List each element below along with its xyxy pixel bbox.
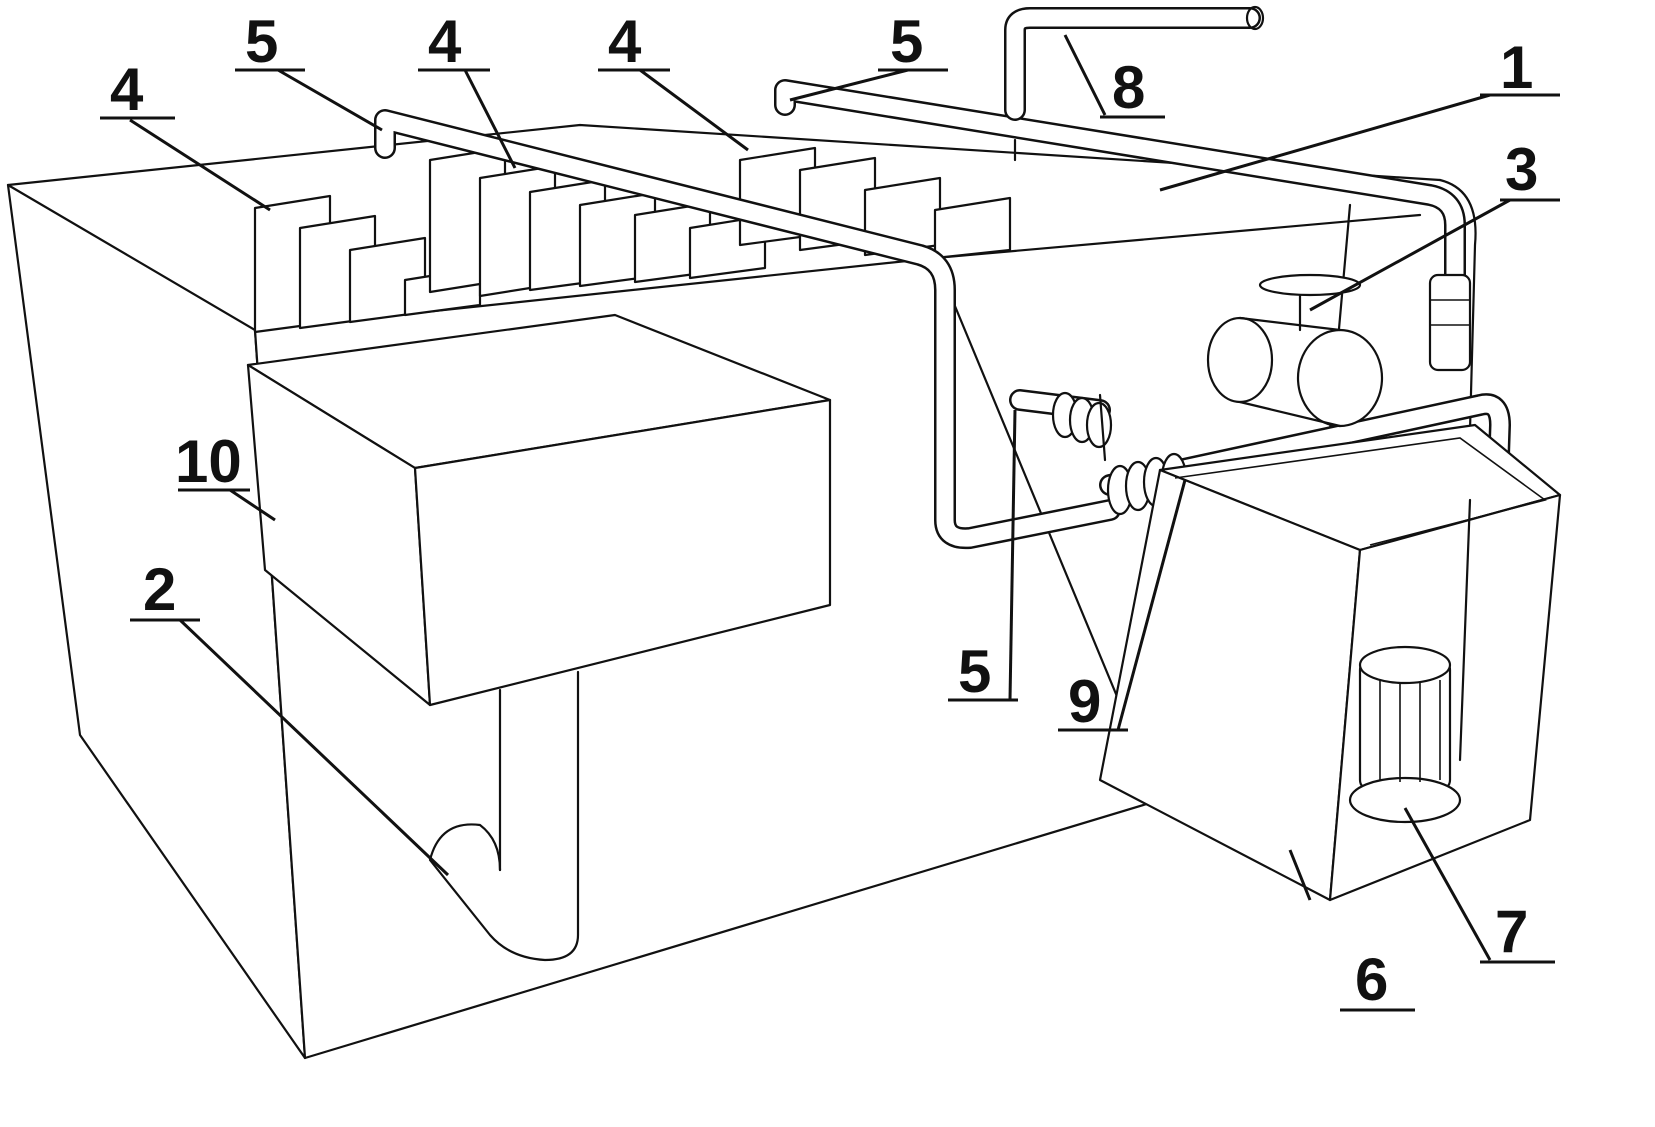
- label-2: 2: [143, 556, 176, 623]
- tank-right-corner: [1438, 178, 1477, 432]
- valve-pump: [1206, 273, 1472, 428]
- label-8: 8: [1112, 54, 1145, 121]
- motor: [1348, 498, 1472, 824]
- label-4-center: 4: [428, 8, 462, 75]
- label-4-left: 4: [110, 56, 144, 123]
- label-underlines: [100, 68, 1560, 1012]
- tank6-left: [1098, 468, 1362, 902]
- labels: 1 3 2 4 4 4 5 5 5 9 8 10 6 7: [110, 8, 1538, 1013]
- label-1: 1: [1500, 34, 1533, 101]
- label-5-bottom: 5: [958, 638, 991, 705]
- label-6: 6: [1355, 946, 1388, 1013]
- label-4-right: 4: [608, 8, 642, 75]
- control-box: [246, 313, 832, 707]
- tank-6: [1098, 423, 1562, 902]
- drain-pipe: [428, 670, 580, 962]
- tank-inner-top: [933, 213, 1422, 260]
- label-3: 3: [1505, 136, 1538, 203]
- label-7: 7: [1495, 898, 1528, 965]
- label-10: 10: [175, 428, 242, 495]
- label-9: 9: [1068, 668, 1101, 735]
- leaders: [129, 34, 1511, 961]
- pipes: [374, 5, 1511, 550]
- label-5-left: 5: [245, 8, 278, 75]
- label-5-top: 5: [890, 8, 923, 75]
- box-front: [413, 398, 832, 707]
